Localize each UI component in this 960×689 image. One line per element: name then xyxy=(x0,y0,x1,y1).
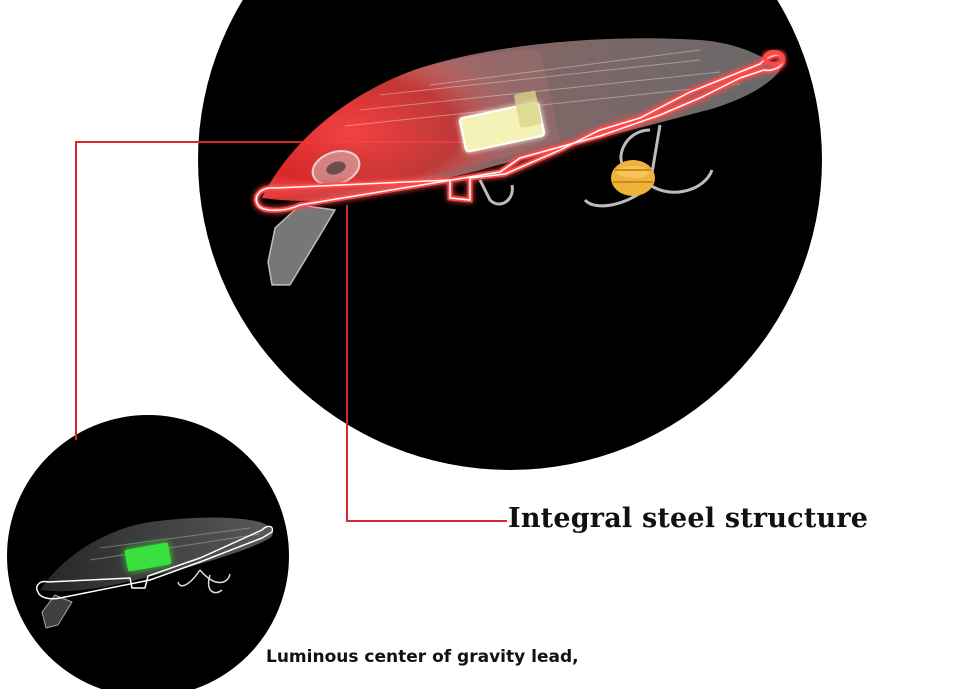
lead-callout-label: Luminous center of gravity lead, xyxy=(266,647,579,667)
small-lure xyxy=(36,517,274,629)
callout-line-structure xyxy=(346,205,507,522)
small-luminous-lead xyxy=(124,542,172,572)
large-lure xyxy=(253,38,786,286)
tail-loop xyxy=(763,50,785,66)
structure-callout-label: Integral steel structure xyxy=(508,503,869,534)
small-steel-wire xyxy=(36,525,274,600)
lure-scales xyxy=(344,49,741,127)
small-lure-lip xyxy=(41,594,73,629)
small-treble-hook xyxy=(177,569,231,594)
lure-lip xyxy=(267,204,337,286)
